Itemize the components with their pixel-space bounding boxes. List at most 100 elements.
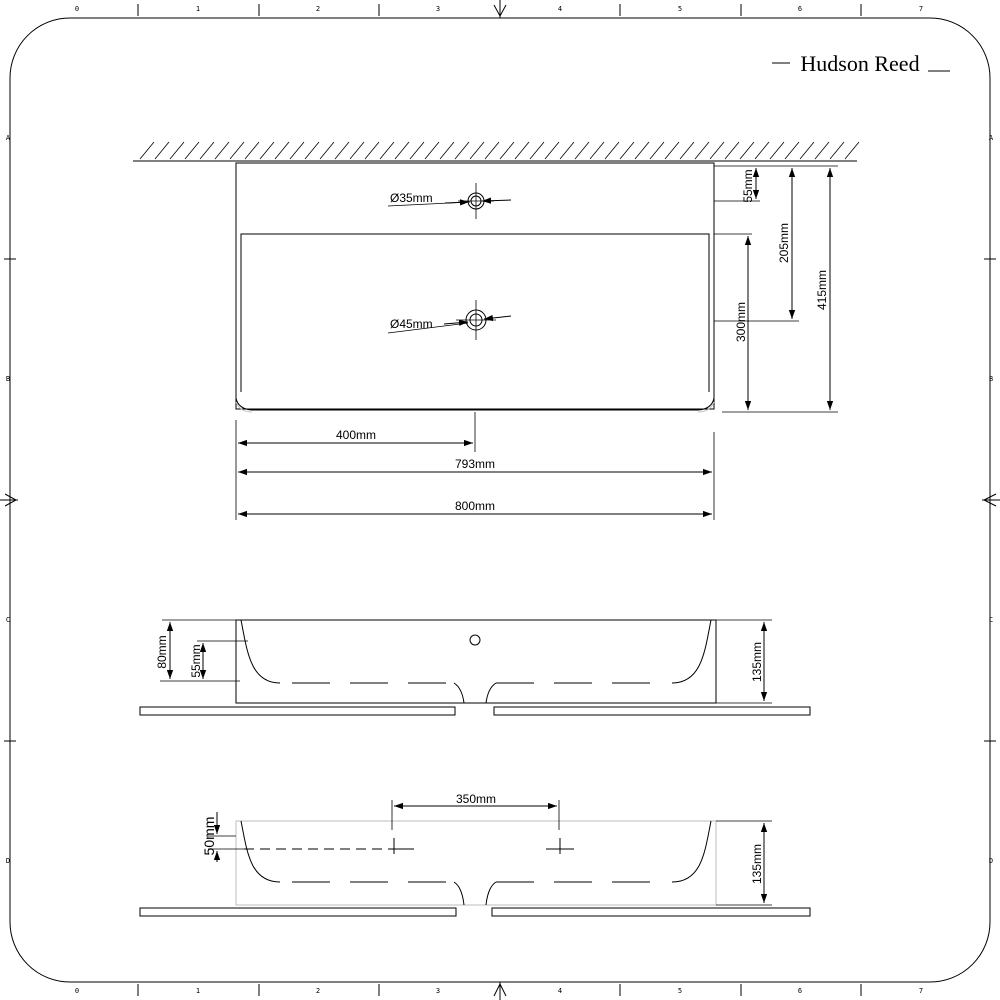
hatch-line bbox=[289, 141, 305, 160]
hatch-line bbox=[349, 141, 365, 160]
hatch-line bbox=[169, 141, 185, 160]
hatch-line bbox=[784, 141, 800, 160]
hatch-line bbox=[364, 141, 380, 160]
hatch-line bbox=[574, 141, 590, 160]
row-label: B bbox=[989, 375, 993, 383]
section-countertop-left bbox=[139, 907, 457, 917]
column-label: 2 bbox=[316, 5, 320, 13]
column-label: 1 bbox=[196, 987, 200, 995]
hatch-line bbox=[709, 141, 725, 160]
waste-hole bbox=[456, 300, 496, 340]
hatch-line bbox=[484, 141, 500, 160]
brand-name: Hudson Reed bbox=[800, 51, 919, 76]
waste-offset-label: 205mm bbox=[777, 223, 791, 263]
hatch-line bbox=[499, 141, 515, 160]
hatch-line bbox=[259, 141, 275, 160]
column-label: 3 bbox=[436, 987, 440, 995]
waste-hole-label: Ø45mm bbox=[390, 317, 433, 331]
hatch-line bbox=[559, 141, 575, 160]
hatch-line bbox=[679, 141, 695, 160]
hatch-line bbox=[754, 141, 770, 160]
hatch-line bbox=[619, 141, 635, 160]
front-waste-outlet bbox=[453, 682, 497, 704]
hatch-line bbox=[649, 141, 665, 160]
hatch-line bbox=[424, 141, 440, 160]
front-countertop-right bbox=[493, 706, 811, 716]
hatch-line bbox=[829, 141, 845, 160]
hatch-line bbox=[214, 141, 230, 160]
bowl-outline bbox=[240, 233, 710, 392]
basin-outline bbox=[235, 162, 715, 410]
hatch-line bbox=[799, 141, 815, 160]
hatch-line bbox=[739, 141, 755, 160]
row-label: D bbox=[6, 857, 10, 865]
front-overflow-hole bbox=[469, 634, 481, 646]
front-basin-outline bbox=[235, 619, 717, 704]
center-mark-left bbox=[0, 493, 18, 507]
hatch-line bbox=[409, 141, 425, 160]
column-label: 0 bbox=[75, 987, 79, 995]
hatch-line bbox=[514, 141, 530, 160]
front-height-label: 135mm bbox=[750, 642, 764, 682]
hatch-line bbox=[544, 141, 560, 160]
column-label: 6 bbox=[798, 987, 802, 995]
section-height-label: 135mm bbox=[750, 844, 764, 884]
front-outer-depth-label: 80mm bbox=[155, 635, 169, 668]
row-label: C bbox=[989, 616, 993, 624]
section-view: 350mm 50mm 135mm bbox=[139, 792, 811, 917]
section-waste-outlet bbox=[453, 881, 497, 906]
tap-hole-label: Ø35mm bbox=[390, 191, 433, 205]
hatch-line bbox=[694, 141, 710, 160]
section-depth-label: 50mm bbox=[201, 817, 217, 856]
plan-horizontal-dimensions: 400mm 793mm 800mm bbox=[235, 412, 715, 520]
column-label: 7 bbox=[919, 987, 923, 995]
plan-vertical-dimensions: 55mm 205mm 415mm 300mm bbox=[714, 165, 838, 413]
bowl-front-edge bbox=[235, 397, 715, 411]
hatch-line bbox=[769, 141, 785, 160]
column-label: 6 bbox=[798, 5, 802, 13]
plan-view: Ø35mm Ø45mm 55mm 205mm 415mm 300mm bbox=[133, 141, 860, 520]
hatch-line bbox=[334, 141, 350, 160]
hatch-line bbox=[589, 141, 605, 160]
front-countertop-left bbox=[139, 706, 456, 716]
row-label: B bbox=[6, 375, 10, 383]
hatch-line bbox=[274, 141, 290, 160]
hatch-line bbox=[154, 141, 170, 160]
column-label: 1 bbox=[196, 5, 200, 13]
hatch-line bbox=[304, 141, 320, 160]
total-depth-label: 415mm bbox=[815, 270, 829, 310]
hatch-line bbox=[394, 141, 410, 160]
hatch-line bbox=[439, 141, 455, 160]
column-label: 5 bbox=[678, 987, 682, 995]
hatch-line bbox=[229, 141, 245, 160]
hatch-line bbox=[604, 141, 620, 160]
column-label: 2 bbox=[316, 987, 320, 995]
column-label: 0 bbox=[75, 5, 79, 13]
hatch-line bbox=[319, 141, 335, 160]
column-label: 4 bbox=[558, 987, 562, 995]
center-mark-right bbox=[982, 493, 1000, 507]
hatch-line bbox=[814, 141, 830, 160]
section-span-label: 350mm bbox=[456, 792, 496, 806]
front-view: 80mm 55mm 135mm bbox=[139, 619, 811, 716]
inner-width-label: 793mm bbox=[455, 457, 495, 471]
front-inner-depth-label: 55mm bbox=[189, 644, 203, 677]
hatch-line bbox=[529, 141, 545, 160]
hatch-line bbox=[139, 141, 155, 160]
row-label: A bbox=[6, 134, 11, 142]
center-distance-label: 400mm bbox=[336, 428, 376, 442]
column-label: 3 bbox=[436, 5, 440, 13]
column-label: 5 bbox=[678, 5, 682, 13]
center-mark-bottom bbox=[493, 982, 507, 1000]
row-label: A bbox=[989, 134, 994, 142]
hatch-line bbox=[184, 141, 200, 160]
hatch-line bbox=[844, 141, 860, 160]
column-label: 7 bbox=[919, 5, 923, 13]
hatch-line bbox=[469, 141, 485, 160]
hatch-line bbox=[724, 141, 740, 160]
center-mark-top bbox=[493, 0, 507, 18]
hatch-line bbox=[379, 141, 395, 160]
row-label: C bbox=[6, 616, 10, 624]
